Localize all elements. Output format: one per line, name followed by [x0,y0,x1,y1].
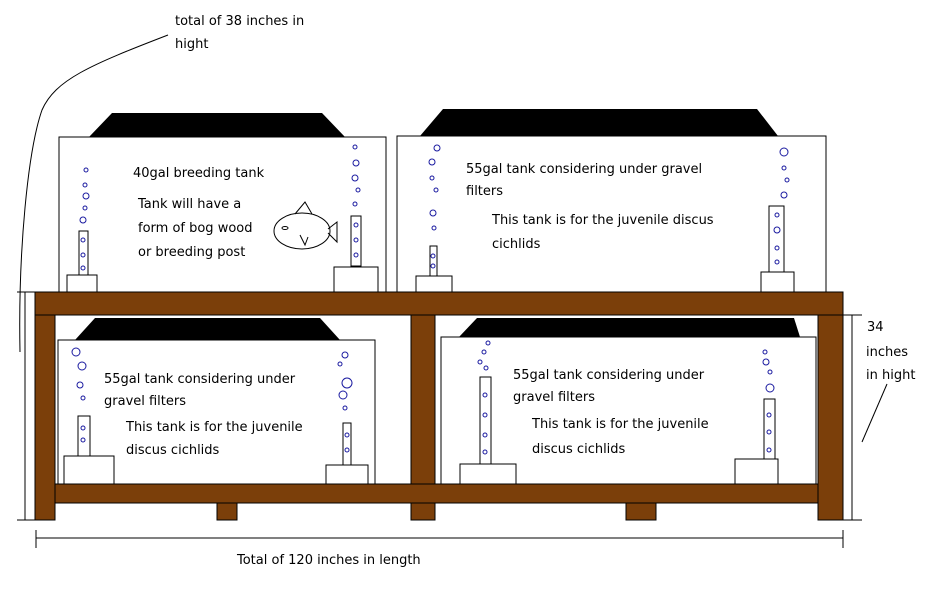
tank-title: 40gal breeding tank [133,166,265,181]
tank-title: filters [466,184,503,199]
tank-lid [420,109,778,136]
tank-lid [75,318,340,340]
leader-line [19,34,169,353]
tank-title: gravel filters [104,394,186,409]
tank-lid [89,113,345,137]
filter-left [415,144,453,293]
filter-right [760,147,795,293]
tank-title: gravel filters [513,390,595,405]
tank-note-line: Tank will have a [137,197,241,212]
tank-title: 55gal tank considering under [513,368,705,383]
total-height-label-1: total of 38 inches in [175,14,304,29]
tank-body [440,336,817,485]
filter-left [459,340,517,485]
tank-note-line: This tank is for the juvenile discus [491,213,714,228]
stand-bottom-shelf [54,483,819,504]
tank-note-line: This tank is for the juvenile [125,420,303,435]
stand-height-label-1: 34 [867,320,884,335]
tank-note-line: cichlids [492,237,541,252]
tank-note-line: or breeding post [138,245,245,260]
tank-note-line: This tank is for the juvenile [531,417,709,432]
dimension-lines [17,291,888,548]
tank-title: 55gal tank considering under [104,372,296,387]
stand-foot [625,502,657,521]
stand-height-label-2: inches [866,345,908,360]
tank-bottom-left: 55gal tank considering under gravel filt… [57,318,376,485]
tank-note-line: form of bog wood [138,221,253,236]
filter-right [734,349,779,485]
stand-leg-left [34,314,56,521]
filter-left [66,167,98,293]
stand-foot [216,502,238,521]
filter-right [333,144,379,293]
stand-leg-right [817,314,844,521]
fish-drawing [273,201,338,250]
filter-right [325,351,369,485]
tank-note-line: discus cichlids [126,443,220,458]
stand-height-label-3: in hight [866,368,915,383]
total-length-label: Total of 120 inches in length [236,553,421,568]
filter-left [63,347,115,485]
tank-note-line: discus cichlids [532,442,626,457]
total-height-label-2: hight [175,37,208,52]
tank-top-left: 40gal breeding tank Tank will have a for… [58,113,387,293]
tank-title: 55gal tank considering under gravel [466,162,702,177]
tank-lid [459,318,800,337]
tank-body [58,136,387,293]
total-height-annotation: total of 38 inches in hight [19,14,304,353]
tank-top-right: 55gal tank considering under gravel filt… [396,109,827,293]
stand-top-shelf [34,291,844,316]
tank-bottom-right: 55gal tank considering under gravel filt… [440,318,817,485]
wooden-stand [34,291,844,521]
